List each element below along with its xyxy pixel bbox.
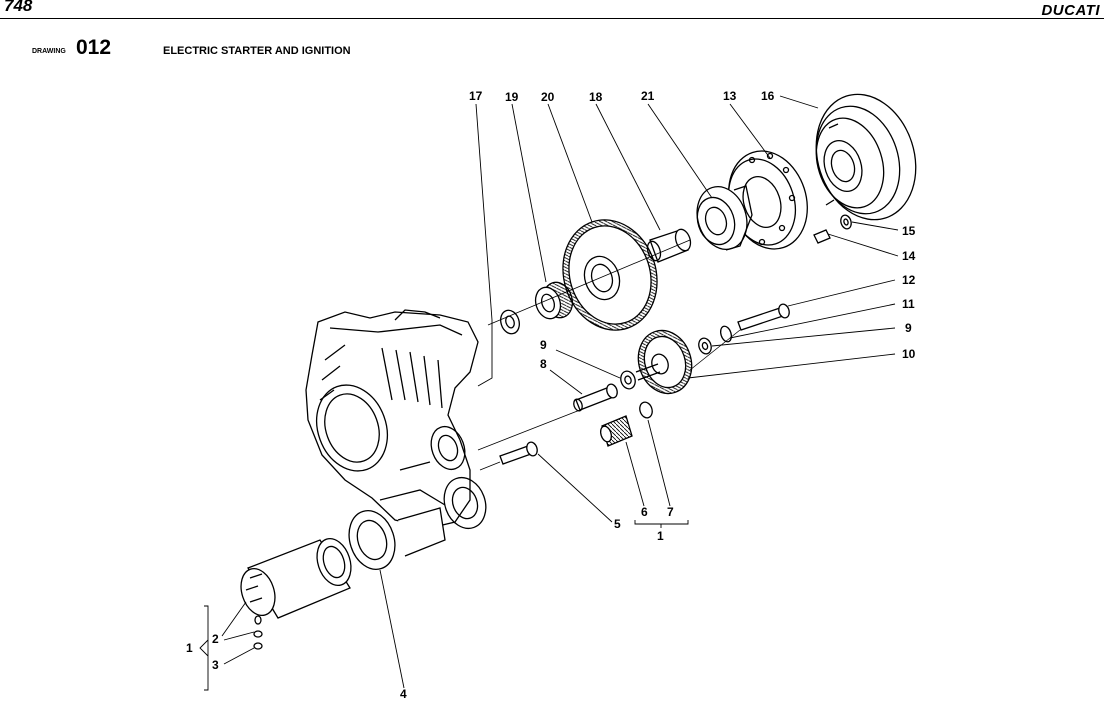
free-wheel xyxy=(696,185,753,251)
callout-16: 16 xyxy=(761,89,775,103)
washer-15 xyxy=(840,214,852,230)
callout-9-lower: 9 xyxy=(540,338,547,352)
drawing-label: DRAWING xyxy=(32,48,66,55)
leader-lines xyxy=(199,95,899,691)
model-number: 748 xyxy=(4,0,33,15)
screw-12 xyxy=(737,303,790,331)
callout-17: 17 xyxy=(469,89,483,103)
crankcase-cover xyxy=(305,309,487,530)
callout-1-motor: 1 xyxy=(186,641,193,655)
circlip-7 xyxy=(639,401,653,419)
pinion-6 xyxy=(599,415,633,447)
drawing-title: ELECTRIC STARTER AND IGNITION xyxy=(163,45,351,57)
callout-9-upper: 9 xyxy=(905,321,912,335)
callout-19: 19 xyxy=(505,90,519,104)
circlip-11 xyxy=(719,325,733,343)
screw-5 xyxy=(499,441,538,465)
callout-labels: 17 19 20 18 21 13 16 15 14 12 11 9 10 9 … xyxy=(186,89,916,701)
brand-logo: DUCATI xyxy=(1041,2,1100,19)
callout-15: 15 xyxy=(902,224,916,238)
washer-9-upper xyxy=(698,337,712,355)
gasket-4 xyxy=(348,510,396,570)
drawing-number: 012 xyxy=(76,36,112,59)
callout-14: 14 xyxy=(902,249,916,263)
washer-9-lower xyxy=(620,370,636,390)
starter-driven-gear xyxy=(562,219,658,331)
shaft-8 xyxy=(573,383,618,412)
center-axes xyxy=(477,239,741,471)
callout-20: 20 xyxy=(541,90,555,104)
callout-18: 18 xyxy=(589,90,603,104)
callout-2: 2 xyxy=(212,632,219,646)
callout-4: 4 xyxy=(400,687,407,701)
callout-8: 8 xyxy=(540,357,547,371)
callout-13: 13 xyxy=(723,89,737,103)
callout-5: 5 xyxy=(614,517,621,531)
callout-21: 21 xyxy=(641,89,655,103)
callout-12: 12 xyxy=(902,273,916,287)
intermediate-gear xyxy=(635,329,693,395)
callout-3: 3 xyxy=(212,658,219,672)
callout-7: 7 xyxy=(667,505,674,519)
callout-1-group: 1 xyxy=(657,529,664,543)
header-rule xyxy=(0,18,1104,19)
plug-14 xyxy=(813,229,831,244)
flywheel xyxy=(815,93,917,221)
needle-bearing xyxy=(534,281,574,320)
callout-10: 10 xyxy=(902,347,916,361)
starter-motor xyxy=(240,507,446,650)
callout-6: 6 xyxy=(641,505,648,519)
callout-11: 11 xyxy=(902,297,915,311)
